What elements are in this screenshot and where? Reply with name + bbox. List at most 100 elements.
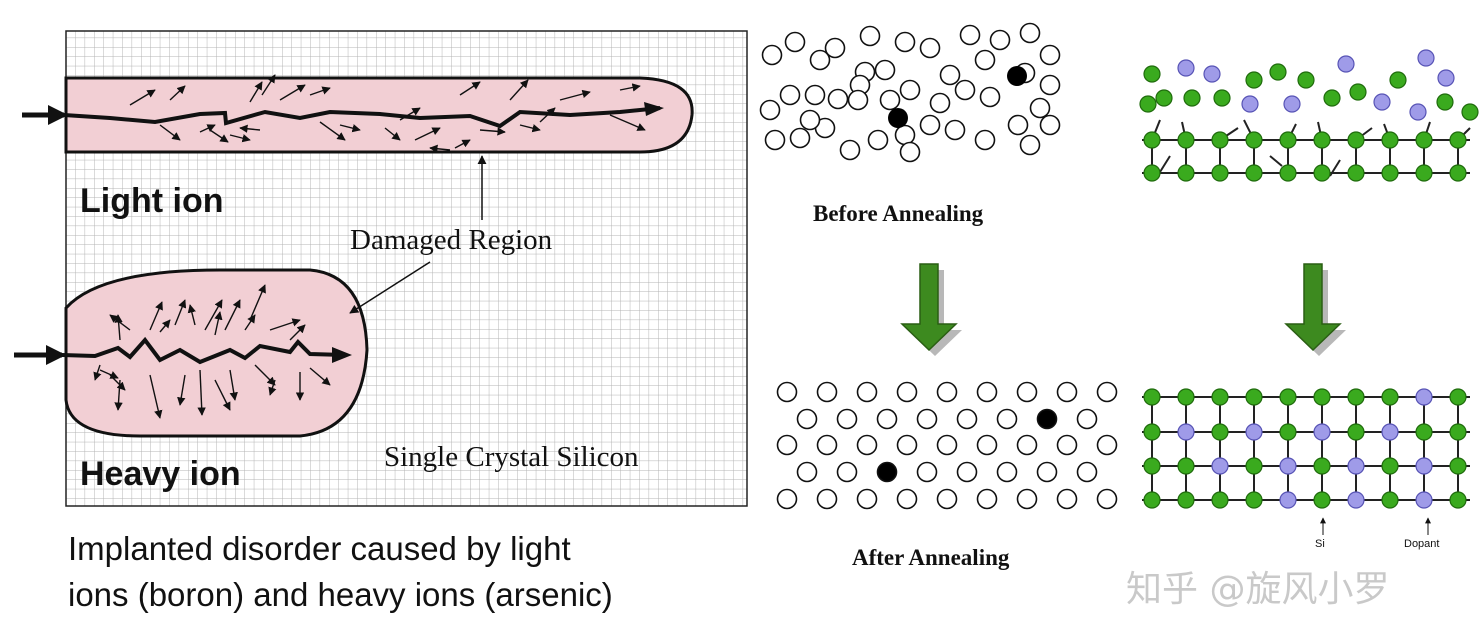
- recoil-arrow: [159, 319, 171, 333]
- recoil-arrow: [169, 85, 186, 101]
- silicon-atom: [1056, 434, 1078, 456]
- recoil-arrow: [279, 84, 306, 101]
- silicon-atom: [894, 31, 916, 53]
- silicon-atom: [1029, 97, 1051, 119]
- silicon-atom: [954, 79, 976, 101]
- silicon-atom: [1389, 71, 1407, 89]
- silicon-atom: [1183, 89, 1201, 107]
- silicon-atom: [919, 114, 941, 136]
- recoil-arrow: [269, 318, 301, 331]
- silicon-atom: [789, 127, 811, 149]
- recoil-arrow: [244, 314, 256, 331]
- dopant-atom: [1347, 491, 1365, 509]
- silicon-atom: [816, 488, 838, 510]
- silicon-atom: [919, 37, 941, 59]
- silicon-atom: [776, 488, 798, 510]
- silicon-atom: [1076, 408, 1098, 430]
- silicon-atom: [1381, 131, 1399, 149]
- before-annealing-label: Before Annealing: [813, 201, 984, 226]
- silicon-atom: [936, 434, 958, 456]
- silicon-atom: [896, 488, 918, 510]
- silicon-atom: [1096, 488, 1118, 510]
- lattice-before-annealing: [1139, 49, 1479, 182]
- damaged-region-label: Damaged Region: [350, 224, 553, 256]
- silicon-atom: [1177, 457, 1195, 475]
- dopant-atom: [1373, 93, 1391, 111]
- annealing-arrow-right: [1284, 263, 1346, 356]
- silicon-atom: [1007, 114, 1029, 136]
- silicon-atom: [899, 141, 921, 163]
- light-ion-track: [63, 106, 661, 129]
- silicon-atom: [896, 434, 918, 456]
- recoil-arrow: [268, 379, 277, 396]
- silicon-atom: [979, 86, 1001, 108]
- after-annealing-atoms: [776, 381, 1118, 510]
- silicon-atom: [956, 461, 978, 483]
- silicon-atom: [1415, 131, 1433, 149]
- caption-line-2: ions (boron) and heavy ions (arsenic): [68, 576, 613, 613]
- recoil-arrow: [249, 284, 266, 321]
- substrate-label: Single Crystal Silicon: [384, 441, 639, 473]
- silicon-atom: [1245, 388, 1263, 406]
- dopant-atom: [888, 108, 908, 128]
- silicon-atom: [836, 408, 858, 430]
- silicon-atom: [1096, 434, 1118, 456]
- recoil-arrow: [609, 114, 646, 131]
- silicon-atom: [1245, 164, 1263, 182]
- silicon-atom: [1143, 491, 1161, 509]
- silicon-atom: [1177, 131, 1195, 149]
- silicon-atom: [1056, 381, 1078, 403]
- silicon-atom: [976, 434, 998, 456]
- recoil-arrow: [229, 134, 251, 143]
- silicon-atom: [1019, 22, 1041, 44]
- si-label: Si: [1315, 538, 1325, 550]
- dopant-atom: [1437, 69, 1455, 87]
- silicon-atom: [1381, 457, 1399, 475]
- recoil-arrow: [199, 124, 216, 133]
- heavy-ion-recoil-arrows: [93, 284, 331, 419]
- silicon-atom: [1245, 457, 1263, 475]
- dopant-atom: [1415, 457, 1433, 475]
- silicon-atom: [764, 129, 786, 151]
- silicon-atom: [1211, 164, 1229, 182]
- recoil-arrow: [289, 324, 306, 341]
- silicon-atom: [1279, 131, 1297, 149]
- dopant-atom: [1177, 423, 1195, 441]
- silicon-atom: [816, 434, 838, 456]
- silicon-atom: [1143, 131, 1161, 149]
- silicon-atom: [874, 59, 896, 81]
- silicon-atom: [916, 461, 938, 483]
- silicon-atom: [859, 25, 881, 47]
- silicon-atom: [974, 129, 996, 151]
- silicon-atom: [996, 408, 1018, 430]
- silicon-atom: [916, 408, 938, 430]
- silicon-atom: [936, 381, 958, 403]
- silicon-atom: [816, 381, 838, 403]
- silicon-atom: [804, 84, 826, 106]
- silicon-atom: [1323, 89, 1341, 107]
- silicon-atom: [1139, 95, 1157, 113]
- dopant-atom: [1313, 423, 1331, 441]
- dopant-atom: [1347, 457, 1365, 475]
- recoil-arrow: [114, 379, 123, 411]
- silicon-atom: [1269, 63, 1287, 81]
- silicon-atom: [1347, 131, 1365, 149]
- recoil-arrow: [149, 374, 163, 419]
- recoil-arrow: [414, 127, 441, 141]
- silicon-atom: [944, 119, 966, 141]
- silicon-atom: [799, 109, 821, 131]
- silicon-atom: [1279, 388, 1297, 406]
- silicon-atom: [1381, 164, 1399, 182]
- silicon-atom: [1279, 164, 1297, 182]
- heavy-ion-damage-region: [64, 268, 369, 438]
- silicon-atom: [876, 408, 898, 430]
- silicon-atom: [896, 381, 918, 403]
- silicon-atom: [1313, 457, 1331, 475]
- recoil-arrow: [309, 86, 331, 96]
- damaged-region-pointer-left: [349, 261, 431, 314]
- silicon-atom: [796, 408, 818, 430]
- silicon-atom: [1177, 164, 1195, 182]
- silicon-atom: [1461, 103, 1479, 121]
- silicon-atom: [847, 89, 869, 111]
